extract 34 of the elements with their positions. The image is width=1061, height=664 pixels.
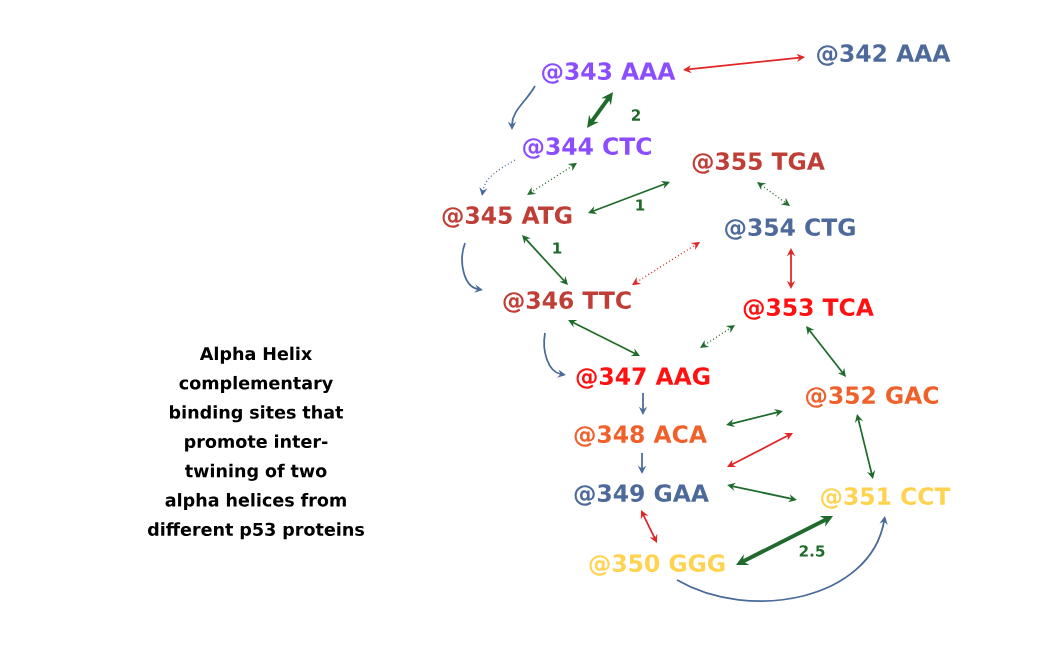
- codon-label: @351 CCT: [821, 487, 951, 509]
- codon-label: @343 AAA: [542, 62, 676, 84]
- codon-label: @342 AAA: [817, 44, 951, 66]
- codon-label: @355 TGA: [692, 152, 825, 174]
- arrow: [588, 181, 670, 214]
- codon-label: @345 ATG: [442, 206, 572, 228]
- arrow: [806, 326, 846, 377]
- arrow: [726, 408, 783, 428]
- codon-label: @352 GAC: [806, 386, 939, 408]
- arrow: [786, 248, 796, 289]
- codon-label: @350 GGG: [589, 554, 725, 576]
- edge-label: 1: [550, 241, 564, 255]
- arrow: [527, 163, 577, 195]
- arrow: [632, 242, 700, 285]
- codon-label: @344 CTC: [523, 137, 651, 159]
- edge-label: 2.5: [797, 544, 827, 558]
- arrow: [727, 433, 793, 467]
- arrow: [757, 182, 790, 206]
- codon-label: @347 AAG: [576, 367, 710, 389]
- codon-label: @354 CTG: [725, 218, 855, 240]
- arrow: [854, 414, 876, 479]
- edge-label: 1: [633, 198, 647, 212]
- arrow: [522, 235, 568, 285]
- codon-label: @353 TCA: [743, 298, 874, 320]
- codon-label: @349 GAA: [574, 484, 709, 506]
- description-text: Alpha Helix complementary binding sites that promote inter-twining of two alpha helices from different p53 proteins: [148, 346, 364, 540]
- arrow: [700, 325, 735, 348]
- arrow: [479, 159, 516, 196]
- edge-label: 2: [629, 108, 643, 122]
- arrow: [587, 92, 613, 128]
- arrow: [640, 510, 658, 543]
- arrow: [683, 53, 805, 74]
- codon-label: @346 TTC: [503, 291, 631, 313]
- codon-label: @348 ACA: [574, 425, 707, 447]
